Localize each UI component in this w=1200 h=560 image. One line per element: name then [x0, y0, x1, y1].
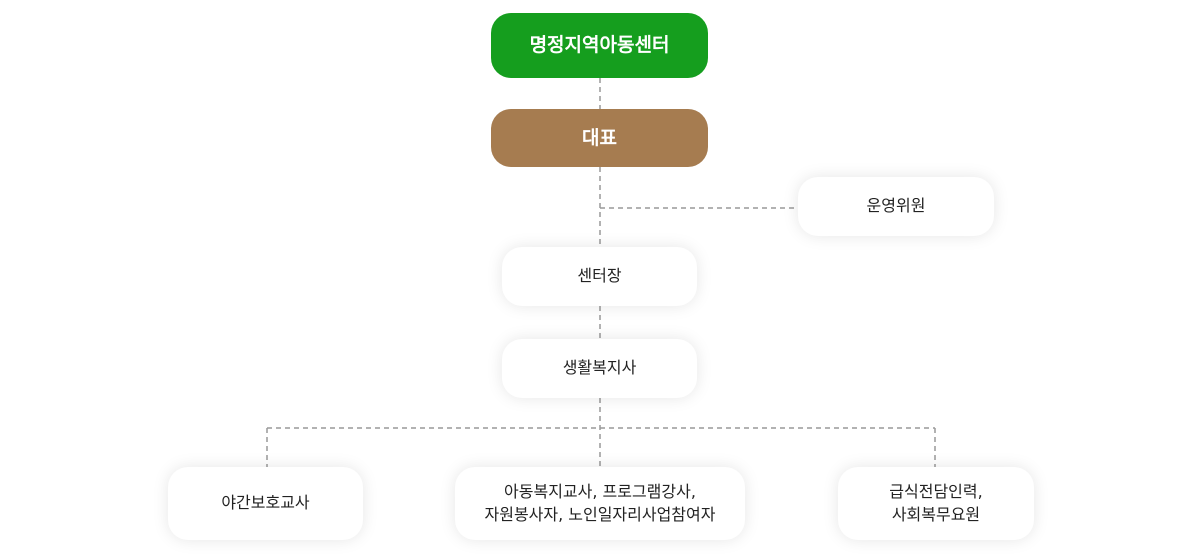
node-meal-label: 급식전담인력, 사회복무요원: [889, 482, 983, 524]
node-night-teacher-label: 야간보호교사: [221, 493, 310, 513]
node-committee-label: 운영위원: [866, 196, 926, 216]
node-director-label: 센터장: [577, 266, 622, 286]
node-meal: 급식전담인력, 사회복무요원: [838, 467, 1034, 540]
node-center-label: 명정지역아동센터: [529, 34, 670, 57]
node-teachers-label: 아동복지교사, 프로그램강사, 자원봉사자, 노인일자리사업참여자: [484, 482, 716, 524]
node-night-teacher: 야간보호교사: [168, 467, 363, 540]
node-center: 명정지역아동센터: [491, 13, 708, 78]
node-representative-label: 대표: [582, 126, 617, 149]
node-director: 센터장: [502, 247, 697, 306]
node-committee: 운영위원: [798, 177, 994, 236]
node-representative: 대표: [491, 109, 708, 167]
node-teachers: 아동복지교사, 프로그램강사, 자원봉사자, 노인일자리사업참여자: [455, 467, 745, 540]
node-social-worker: 생활복지사: [502, 339, 697, 398]
node-social-worker-label: 생활복지사: [562, 358, 637, 378]
